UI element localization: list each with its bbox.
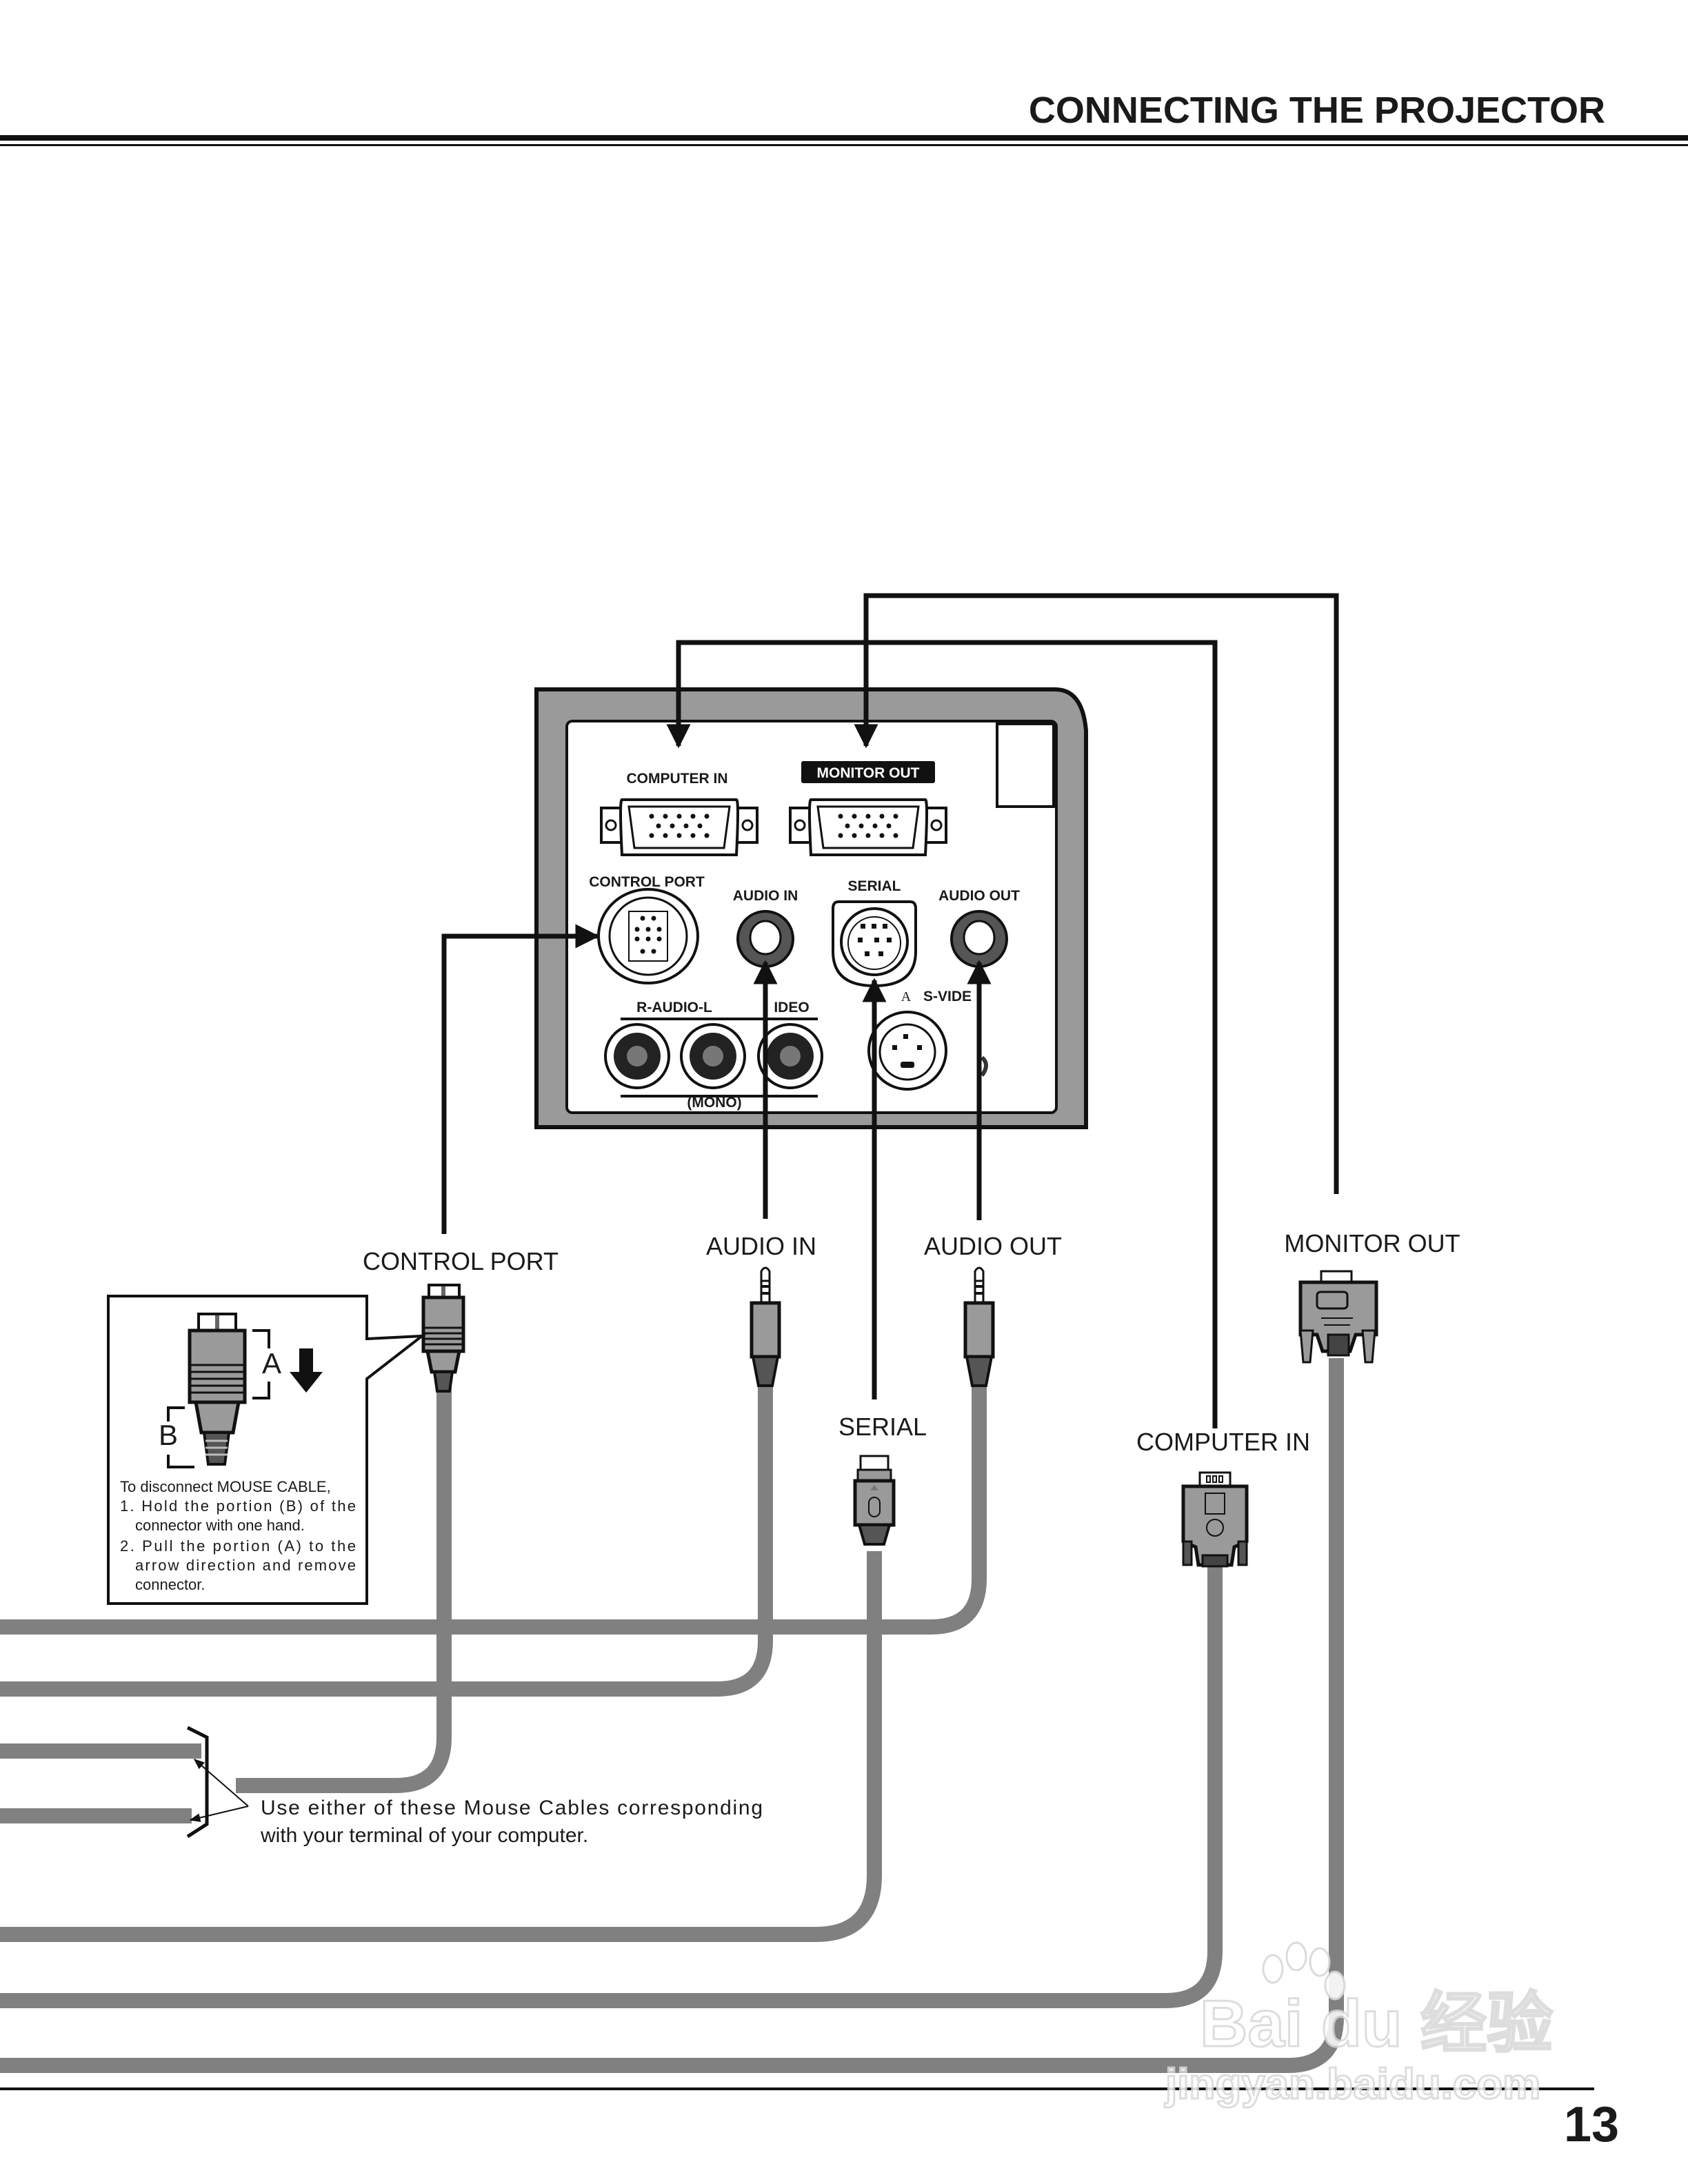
mouse-cable-note: Use either of these Mouse Cables corresp…: [186, 1726, 763, 1847]
cable-audio-in: [0, 1379, 773, 1697]
plug-monitor-out: [1298, 1270, 1378, 1364]
cable-label-monitor-out: MONITOR OUT: [1284, 1229, 1460, 1257]
mouse-cable-bracket: [186, 1726, 209, 1839]
callout-text-line: connector.: [135, 1576, 205, 1593]
callout-label-b: B: [159, 1419, 178, 1451]
wire-monitor-out: [854, 593, 1339, 1194]
port-s-video: A S-VIDE: [867, 989, 988, 1091]
watermark: Bai du 经验 jingyan.baidu.com: [1164, 1941, 1554, 2110]
routing-wires: [441, 593, 1339, 1428]
callout-text-line: To disconnect MOUSE CABLE,: [120, 1478, 331, 1495]
page-title: CONNECTING THE PROJECTOR: [1029, 90, 1605, 131]
page-header: CONNECTING THE PROJECTOR: [0, 90, 1688, 146]
baidu-paw-icon: [1262, 1941, 1346, 2001]
vga-pins: [838, 813, 898, 838]
cable-serial: [0, 1551, 882, 1942]
watermark-brand: Bai du 经验: [1200, 1987, 1553, 2061]
footer-rule: [0, 2087, 1594, 2090]
port-label-audio-in: AUDIO IN: [733, 888, 798, 904]
cable-label-computer-in: COMPUTER IN: [1136, 1428, 1310, 1456]
port-label-control-port: CONTROL PORT: [589, 874, 705, 890]
port-rca-group: R-AUDIO-L IDEO (MONO): [604, 1000, 823, 1111]
port-serial: SERIAL: [832, 878, 917, 988]
cable-control-port: [236, 1386, 452, 1793]
mouse-disconnect-callout: A B To disconnect MOUSE CABLE, 1. Hold t…: [107, 1295, 427, 1605]
panel-corner-tab: [996, 722, 1055, 808]
projector-rear-panel: COMPUTER IN MONITOR OUT: [534, 687, 1088, 1129]
plug-computer-in: [1181, 1471, 1249, 1568]
cable-label-serial: SERIAL: [838, 1413, 927, 1441]
page-number: 13: [1564, 2097, 1619, 2152]
callout-text-line: 2. Pull the portion (A) to the: [120, 1537, 356, 1555]
cable-computer-in: [0, 1564, 1223, 2008]
port-audio-out: AUDIO OUT: [938, 888, 1020, 968]
port-label-bg-monitor-out: [801, 761, 935, 783]
callout-text-line: 1. Hold the portion (B) of the: [120, 1497, 356, 1515]
port-label-s-video: S-VIDE: [923, 989, 972, 1004]
port-label-video: IDEO: [774, 1000, 809, 1015]
wire-computer-in: [666, 640, 1218, 1428]
cable-label-audio-in: AUDIO IN: [706, 1232, 816, 1260]
cable-label-audio-out: AUDIO OUT: [924, 1232, 1062, 1260]
port-label-monitor-out: MONITOR OUT: [817, 765, 920, 781]
cable-monitor-out: [0, 1358, 1344, 2073]
plug-control-port: [421, 1284, 465, 1393]
cables: [0, 1358, 1344, 2073]
port-label-r-audio-l: R-AUDIO-L: [636, 1000, 712, 1015]
header-rule-thin: [0, 144, 1688, 146]
pointer-arrow: [189, 1806, 249, 1822]
plug-serial: [853, 1455, 896, 1546]
cable-label-control-port: CONTROL PORT: [363, 1247, 559, 1275]
port-computer-in: COMPUTER IN: [600, 771, 758, 856]
vga-pins: [649, 813, 710, 838]
page-footer: 13: [0, 2087, 1619, 2152]
mouse-note-line: with your terminal of your computer.: [260, 1824, 588, 1847]
port-monitor-out: MONITOR OUT: [789, 761, 947, 856]
cable-audio-out: [0, 1379, 987, 1635]
header-rule-thick: [0, 135, 1688, 141]
mouse-note-line: Use either of these Mouse Cables corresp…: [261, 1797, 763, 1819]
port-label-computer-in: COMPUTER IN: [627, 771, 728, 787]
callout-box: [107, 1295, 427, 1605]
cable-labels: CONTROL PORT AUDIO IN AUDIO OUT MONITOR …: [363, 1229, 1460, 1456]
callout-label-a: A: [262, 1347, 281, 1379]
wire-control-port: [441, 924, 600, 1234]
callout-text-line: connector with one hand.: [135, 1517, 305, 1534]
port-label-mono: (MONO): [687, 1095, 741, 1111]
pull-down-arrow-icon: [290, 1348, 323, 1393]
pointer-arrow: [193, 1758, 249, 1807]
plug-audio-out: [963, 1266, 995, 1387]
port-label-audio-out: AUDIO OUT: [938, 888, 1020, 904]
port-audio-in: AUDIO IN: [733, 888, 798, 968]
watermark-url: jingyan.baidu.com: [1165, 2061, 1540, 2108]
plug-audio-in: [750, 1266, 781, 1387]
port-label-s-video-prefix: A: [901, 989, 912, 1004]
port-label-serial: SERIAL: [847, 878, 901, 894]
